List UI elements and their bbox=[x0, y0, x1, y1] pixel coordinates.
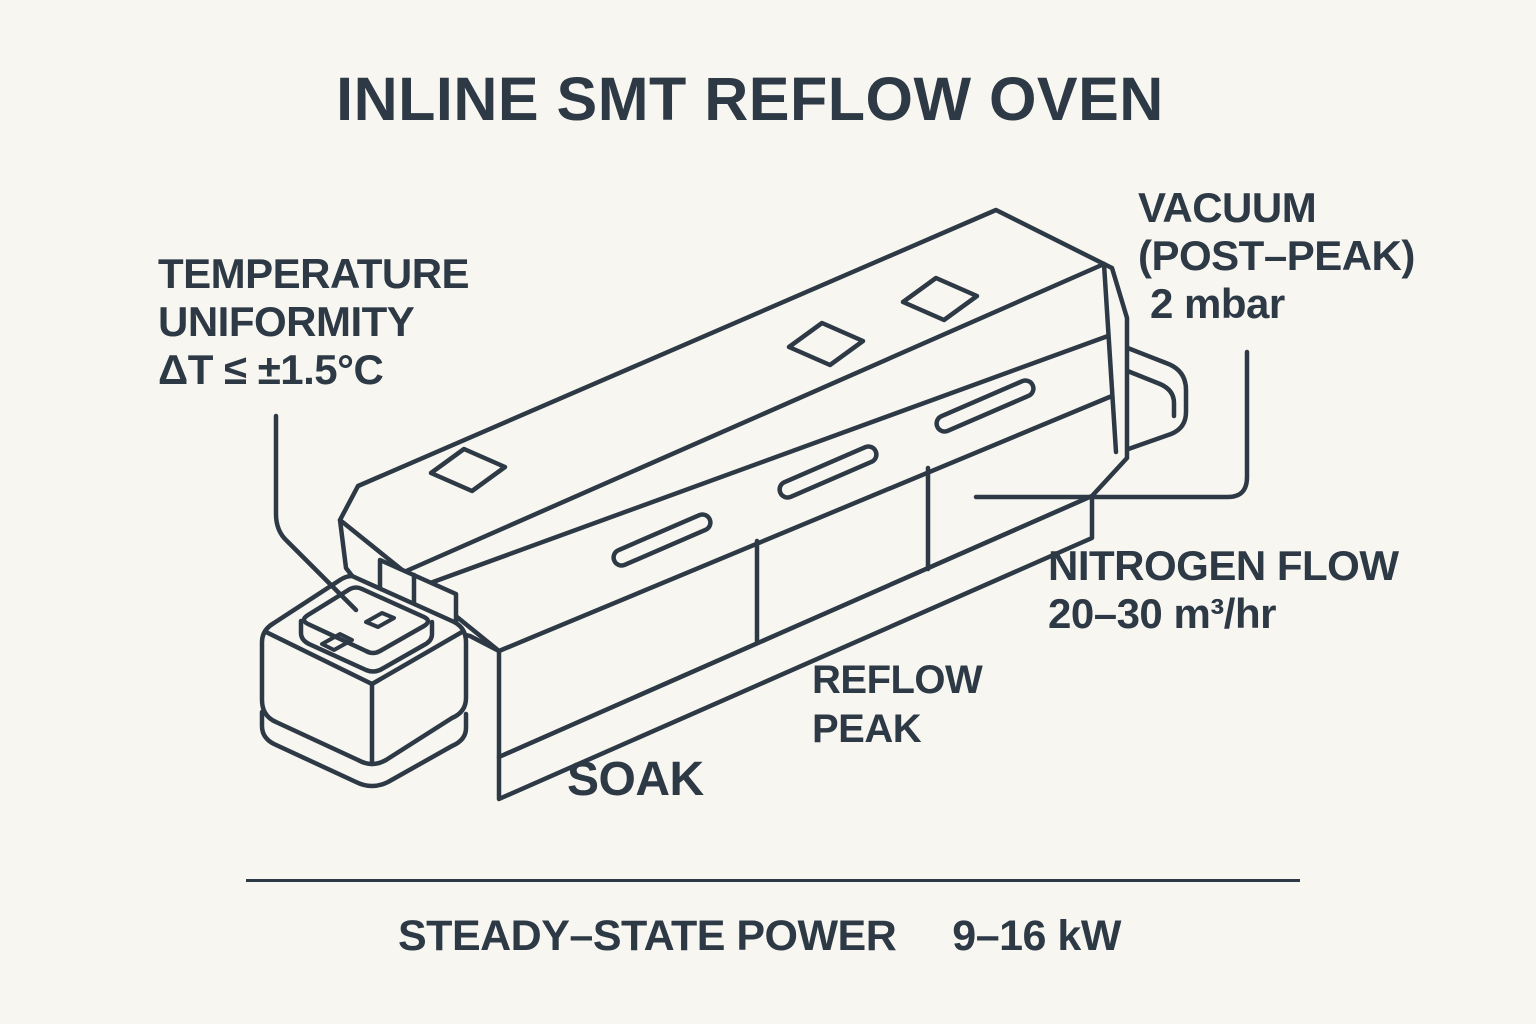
oven-body bbox=[337, 207, 1130, 802]
entrance-platform bbox=[259, 573, 469, 789]
vacuum-line3: 2 mbar bbox=[1150, 280, 1285, 327]
panel-slot-vacuum bbox=[934, 378, 1036, 434]
reflow-line1: REFLOW bbox=[812, 658, 983, 702]
reflow-line2: PEAK bbox=[812, 707, 922, 751]
lid-vent-2 bbox=[786, 320, 866, 368]
label-nitrogen-flow: NITROGEN FLOW 20–30 m³/hr bbox=[1048, 542, 1399, 638]
label-reflow-peak: REFLOW PEAK bbox=[812, 656, 983, 754]
nitrogen-line1: NITROGEN FLOW bbox=[1048, 542, 1399, 589]
footer-power: STEADY–STATE POWER 9–16 kW bbox=[398, 912, 1121, 961]
leader-temperature bbox=[273, 413, 359, 613]
lid-bottom-edge bbox=[419, 333, 1111, 589]
leader-vacuum bbox=[973, 349, 1250, 500]
exit-conveyor bbox=[1117, 342, 1189, 455]
end-cap-edge bbox=[1101, 261, 1119, 455]
vacuum-line1: VACUUM bbox=[1138, 184, 1317, 231]
power-value: 9–16 kW bbox=[952, 912, 1121, 960]
lid-top-edge bbox=[401, 261, 1107, 575]
power-label: STEADY–STATE POWER bbox=[398, 912, 897, 960]
lid-vent-3 bbox=[900, 275, 980, 323]
vacuum-line2: (POST–PEAK) bbox=[1138, 232, 1415, 279]
label-vacuum: VACUUM (POST–PEAK) 2 mbar bbox=[1138, 184, 1415, 328]
lid-vent-1 bbox=[428, 446, 508, 494]
label-soak: SOAK bbox=[567, 753, 704, 806]
label-temperature-uniformity: TEMPERATURE UNIFORMITY ΔT ≤ ±1.5°C bbox=[158, 250, 470, 394]
panel-slot-reflow bbox=[777, 444, 879, 500]
lid-vents bbox=[428, 275, 980, 494]
oven-base-lip bbox=[496, 493, 1095, 802]
platform-button-1 bbox=[320, 632, 354, 652]
platform-base-step bbox=[259, 709, 469, 789]
divider-line bbox=[246, 879, 1300, 882]
panel-slots bbox=[611, 378, 1036, 568]
panel-slot-soak bbox=[611, 512, 713, 568]
nitrogen-line2: 20–30 m³/hr bbox=[1048, 590, 1276, 637]
temperature-line3: ΔT ≤ ±1.5°C bbox=[158, 346, 384, 393]
shoulder-bottom-edge bbox=[496, 393, 1115, 654]
page-title: INLINE SMT REFLOW OVEN bbox=[336, 65, 1164, 133]
platform-button-2 bbox=[364, 611, 396, 629]
temperature-line2: UNIFORMITY bbox=[158, 298, 415, 345]
temperature-line1: TEMPERATURE bbox=[158, 250, 470, 297]
